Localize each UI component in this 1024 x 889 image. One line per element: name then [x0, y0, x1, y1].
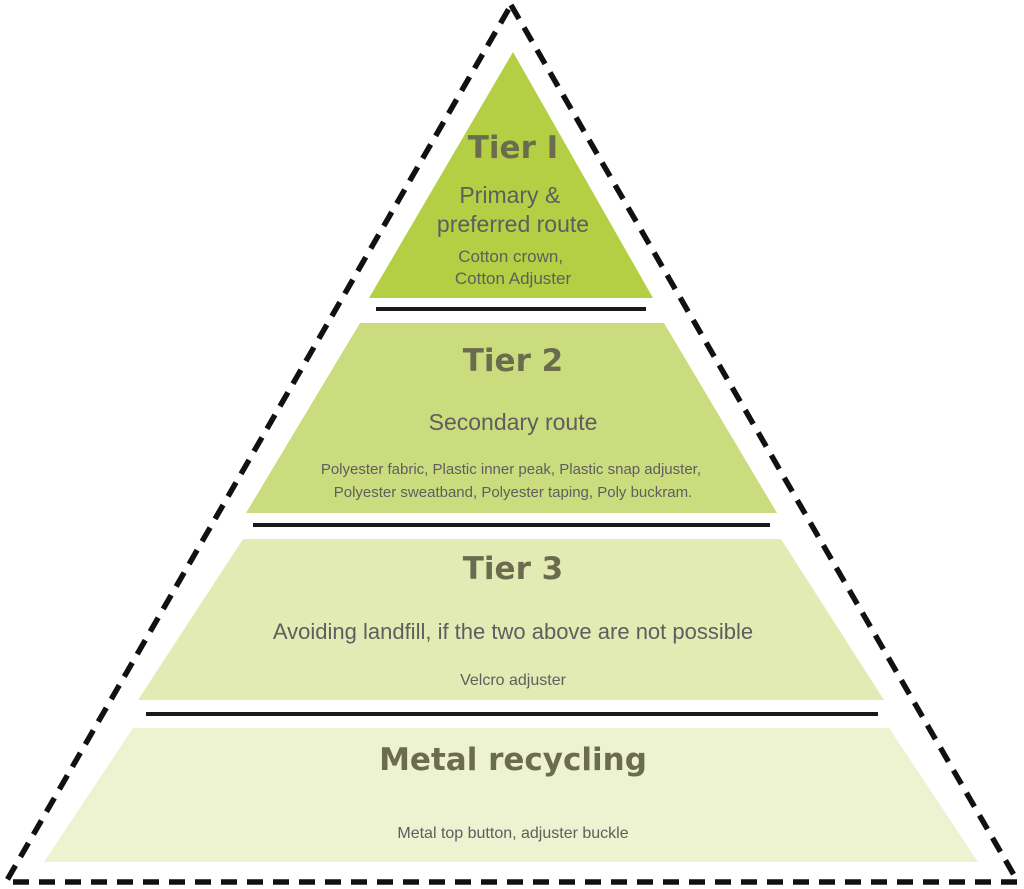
tier-3: Tier 3 Avoiding landfill, if the two abo… — [138, 539, 884, 700]
tier-3-items: Velcro adjuster — [460, 672, 567, 689]
tier-2-subtitle: Secondary route — [429, 409, 598, 435]
tier-3-band — [138, 539, 884, 700]
tier-4: Metal recycling Metal top button, adjust… — [44, 728, 978, 862]
tier-1-subtitle: Primary & preferred route — [437, 182, 589, 237]
tier-1-items: Cotton crown, Cotton Adjuster — [455, 247, 572, 288]
tier-3-subtitle: Avoiding landfill, if the two above are … — [273, 619, 753, 644]
tier-1-band — [369, 52, 653, 298]
tier-1: Tier I Primary & preferred route Cotton … — [369, 52, 653, 298]
tier-2-items: Polyester fabric, Plastic inner peak, Pl… — [321, 461, 705, 501]
tier-2: Tier 2 Secondary route Polyester fabric,… — [246, 323, 777, 513]
tier-4-items: Metal top button, adjuster buckle — [397, 825, 628, 842]
tier-3-title: Tier 3 — [463, 551, 563, 587]
tier-1-title: Tier I — [468, 130, 558, 166]
tier-2-title: Tier 2 — [463, 343, 563, 379]
tier-4-band — [44, 728, 978, 862]
tier-4-title: Metal recycling — [379, 742, 647, 778]
tier-2-band — [246, 323, 777, 513]
